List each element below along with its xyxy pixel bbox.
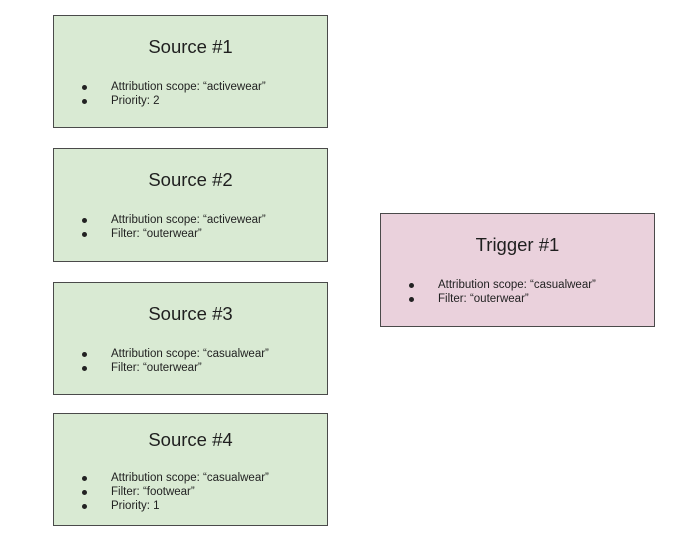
bullet-icon [82, 490, 87, 495]
bullet-icon [409, 297, 414, 302]
source-3-title: Source #3 [148, 303, 233, 324]
source-4-box: Source #4 Attribution scope: “casualwear… [53, 413, 328, 526]
source-1-title: Source #1 [148, 36, 233, 57]
source-4-attribution-scope-text: Attribution scope: “casualwear” [111, 472, 269, 484]
bullet-icon [82, 352, 87, 357]
source-2-filter: Filter: “outerwear” [54, 227, 327, 241]
source-3-attribution-scope: Attribution scope: “casualwear” [54, 347, 327, 361]
source-1-priority: Priority: 2 [54, 94, 327, 108]
source-3-filter: Filter: “outerwear” [54, 361, 327, 375]
source-3-details: Attribution scope: “casualwear” Filter: … [54, 347, 327, 375]
trigger-1-attribution-scope: Attribution scope: “casualwear” [381, 278, 654, 292]
bullet-icon [82, 232, 87, 237]
source-4-priority: Priority: 1 [54, 499, 327, 513]
source-3-attribution-scope-text: Attribution scope: “casualwear” [111, 348, 269, 360]
source-2-attribution-scope-text: Attribution scope: “activewear” [111, 214, 266, 226]
bullet-icon [82, 504, 87, 509]
source-1-priority-text: Priority: 2 [111, 95, 160, 107]
source-4-filter: Filter: “footwear” [54, 485, 327, 499]
trigger-1-title: Trigger #1 [475, 234, 560, 255]
source-2-title: Source #2 [148, 169, 233, 190]
trigger-1-details: Attribution scope: “casualwear” Filter: … [381, 278, 654, 306]
source-3-filter-text: Filter: “outerwear” [111, 362, 202, 374]
bullet-icon [82, 99, 87, 104]
bullet-icon [82, 476, 87, 481]
bullet-icon [82, 366, 87, 371]
source-4-title: Source #4 [148, 429, 233, 450]
bullet-icon [409, 283, 414, 288]
trigger-1-filter-text: Filter: “outerwear” [438, 293, 529, 305]
source-4-priority-text: Priority: 1 [111, 500, 160, 512]
bullet-icon [82, 85, 87, 90]
source-1-attribution-scope: Attribution scope: “activewear” [54, 80, 327, 94]
trigger-1-attribution-scope-text: Attribution scope: “casualwear” [438, 279, 596, 291]
trigger-1-box: Trigger #1 Attribution scope: “casualwea… [380, 213, 655, 327]
source-2-attribution-scope: Attribution scope: “activewear” [54, 213, 327, 227]
source-4-attribution-scope: Attribution scope: “casualwear” [54, 471, 327, 485]
bullet-icon [82, 218, 87, 223]
source-1-details: Attribution scope: “activewear” Priority… [54, 80, 327, 108]
source-3-box: Source #3 Attribution scope: “casualwear… [53, 282, 328, 395]
trigger-1-filter: Filter: “outerwear” [381, 292, 654, 306]
source-2-details: Attribution scope: “activewear” Filter: … [54, 213, 327, 241]
source-1-attribution-scope-text: Attribution scope: “activewear” [111, 81, 266, 93]
source-4-filter-text: Filter: “footwear” [111, 486, 195, 498]
source-2-filter-text: Filter: “outerwear” [111, 228, 202, 240]
source-2-box: Source #2 Attribution scope: “activewear… [53, 148, 328, 262]
source-1-box: Source #1 Attribution scope: “activewear… [53, 15, 328, 128]
source-4-details: Attribution scope: “casualwear” Filter: … [54, 471, 327, 513]
